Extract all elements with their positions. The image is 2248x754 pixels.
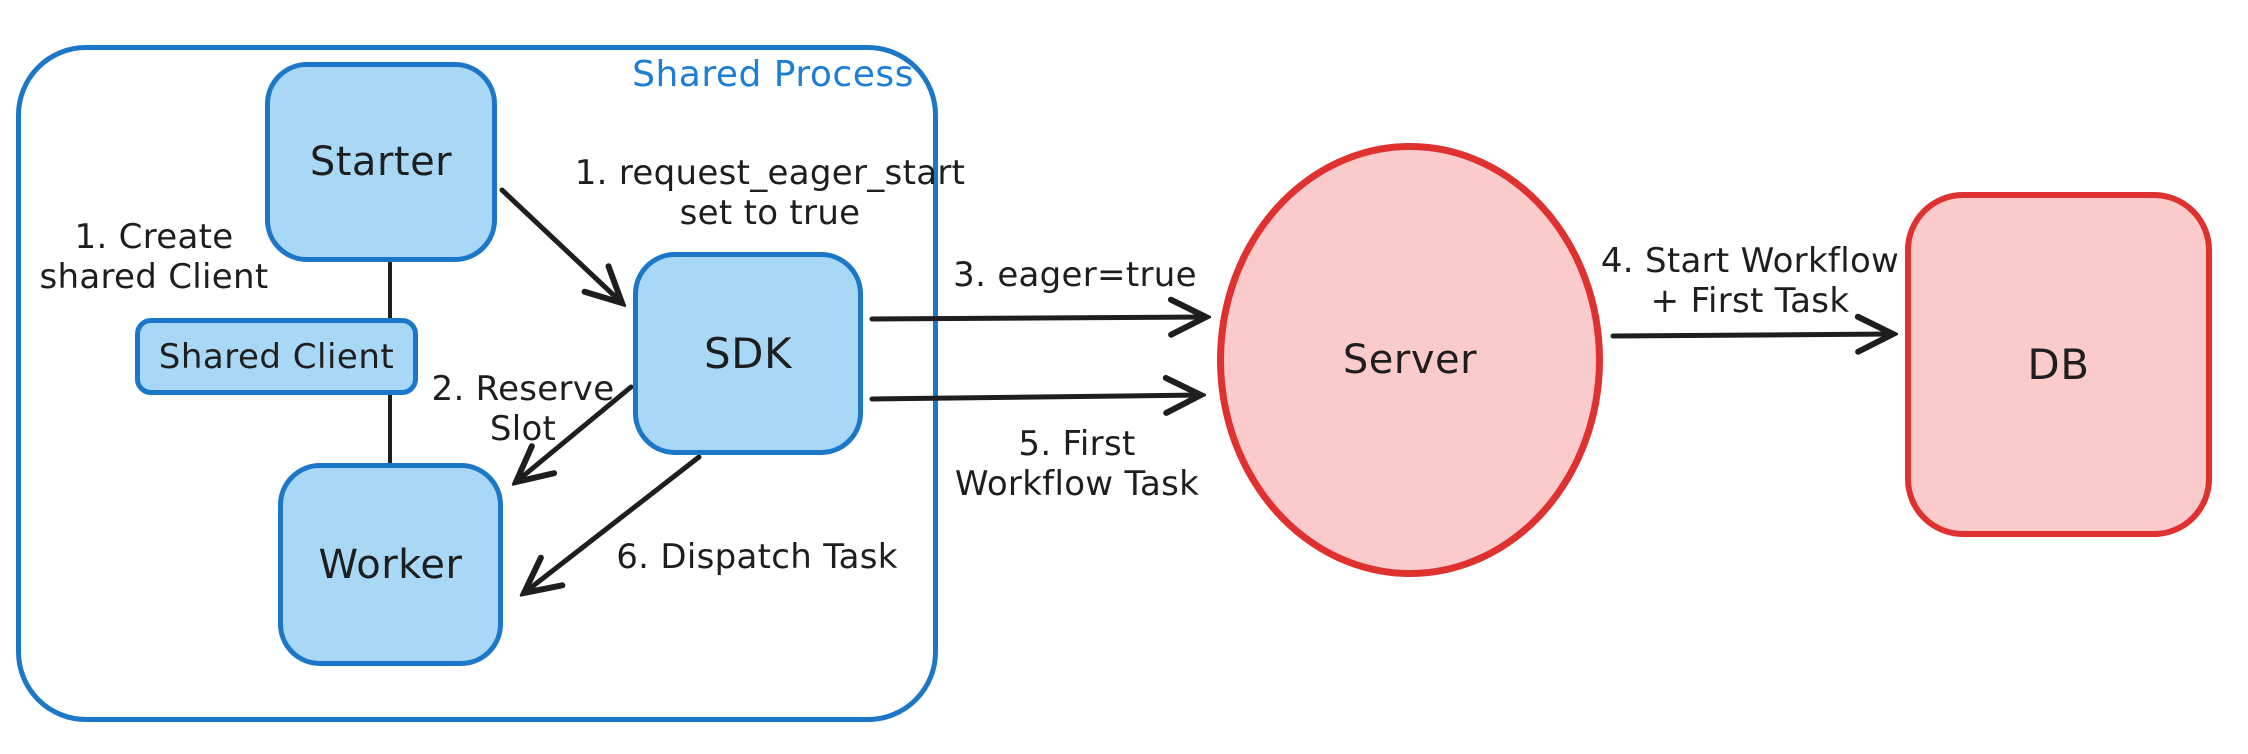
annotation-line: Workflow Task xyxy=(954,464,1200,504)
annotation-line: Slot xyxy=(489,409,557,449)
shared-client-node: Shared Client xyxy=(135,318,418,395)
sdk-label: SDK xyxy=(703,329,793,378)
annotation-line: 2. Reserve xyxy=(431,369,615,409)
db-node: DB xyxy=(1905,192,2212,537)
annotation-line: + First Task xyxy=(1650,281,1850,321)
starter-label: Starter xyxy=(309,139,453,185)
annotation-line: 3. eager=true xyxy=(953,255,1197,295)
shared-process-label: Shared Process xyxy=(632,54,914,95)
annotation-line: 6. Dispatch Task xyxy=(616,537,898,577)
db-label: DB xyxy=(2027,340,2090,389)
server-label: Server xyxy=(1342,337,1478,383)
annotation-line: 5. First xyxy=(1018,424,1136,464)
annotation-request-eager-start: 1. request_eager_start set to true xyxy=(570,153,970,233)
annotation-dispatch-task: 6. Dispatch Task xyxy=(607,537,907,577)
annotation-line: 1. Create xyxy=(74,217,234,257)
shared-client-label: Shared Client xyxy=(158,336,395,377)
annotation-reserve-slot: 2. Reserve Slot xyxy=(423,369,623,449)
annotation-create-shared-client: 1. Create shared Client xyxy=(29,217,279,297)
annotation-eager-true: 3. eager=true xyxy=(925,255,1225,295)
worker-node: Worker xyxy=(278,463,503,666)
server-node: Server xyxy=(1217,143,1603,577)
worker-label: Worker xyxy=(318,541,463,588)
annotation-start-workflow: 4. Start Workflow + First Task xyxy=(1600,241,1900,321)
sdk-node: SDK xyxy=(633,252,863,455)
annotation-first-workflow-task: 5. First Workflow Task xyxy=(927,424,1227,504)
arrow-start-workflow xyxy=(1610,334,1893,336)
starter-node: Starter xyxy=(265,62,497,262)
annotation-line: 1. request_eager_start xyxy=(574,153,966,193)
annotation-line: 4. Start Workflow xyxy=(1600,241,1900,281)
annotation-line: set to true xyxy=(679,193,861,233)
shared-process-container xyxy=(16,45,938,722)
annotation-line: shared Client xyxy=(39,257,269,297)
